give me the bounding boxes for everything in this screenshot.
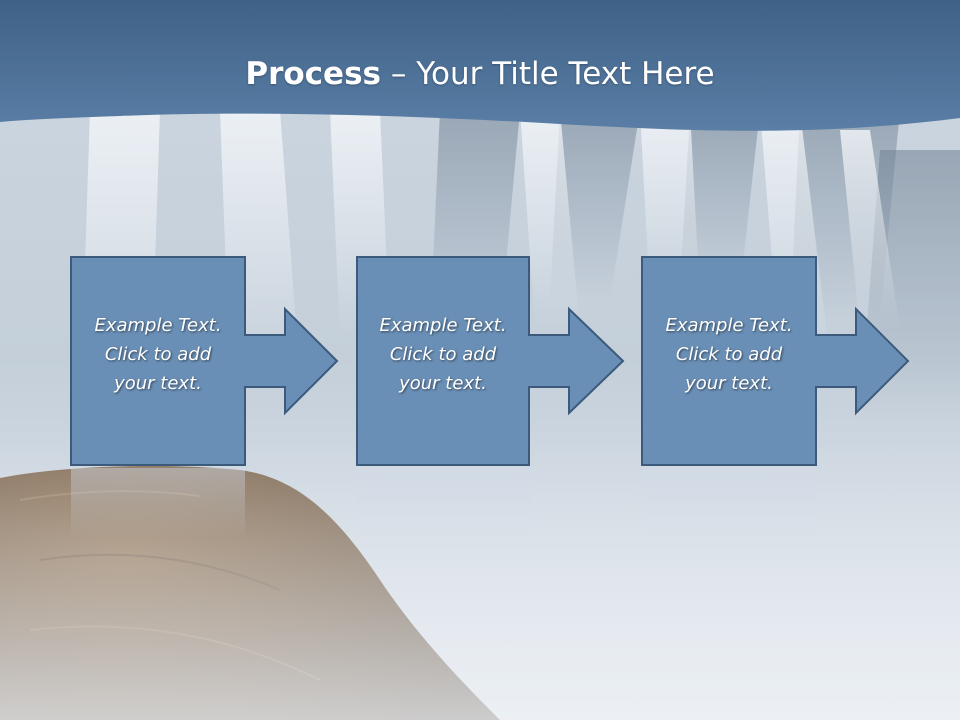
- process-step-1[interactable]: Example Text. Click to add your text.: [70, 256, 341, 467]
- step-reflection: [642, 468, 816, 538]
- title-bold: Process: [245, 56, 381, 92]
- process-step-2[interactable]: Example Text. Click to add your text.: [356, 256, 627, 467]
- arrow-box-shape: [70, 256, 339, 466]
- step-text: Example Text. Click to add your text.: [665, 315, 793, 394]
- step-text: Example Text. Click to add your text.: [379, 315, 507, 394]
- slide-title[interactable]: Process – Your Title Text Here: [0, 52, 960, 96]
- step-reflection: [71, 468, 245, 538]
- step-text: Example Text. Click to add your text.: [94, 315, 222, 394]
- arrow-box-shape: [356, 256, 625, 466]
- step-reflection: [357, 468, 531, 538]
- title-rest: – Your Title Text Here: [381, 56, 715, 92]
- process-step-3[interactable]: Example Text. Click to add your text.: [641, 256, 912, 467]
- arrow-box-shape: [641, 256, 910, 466]
